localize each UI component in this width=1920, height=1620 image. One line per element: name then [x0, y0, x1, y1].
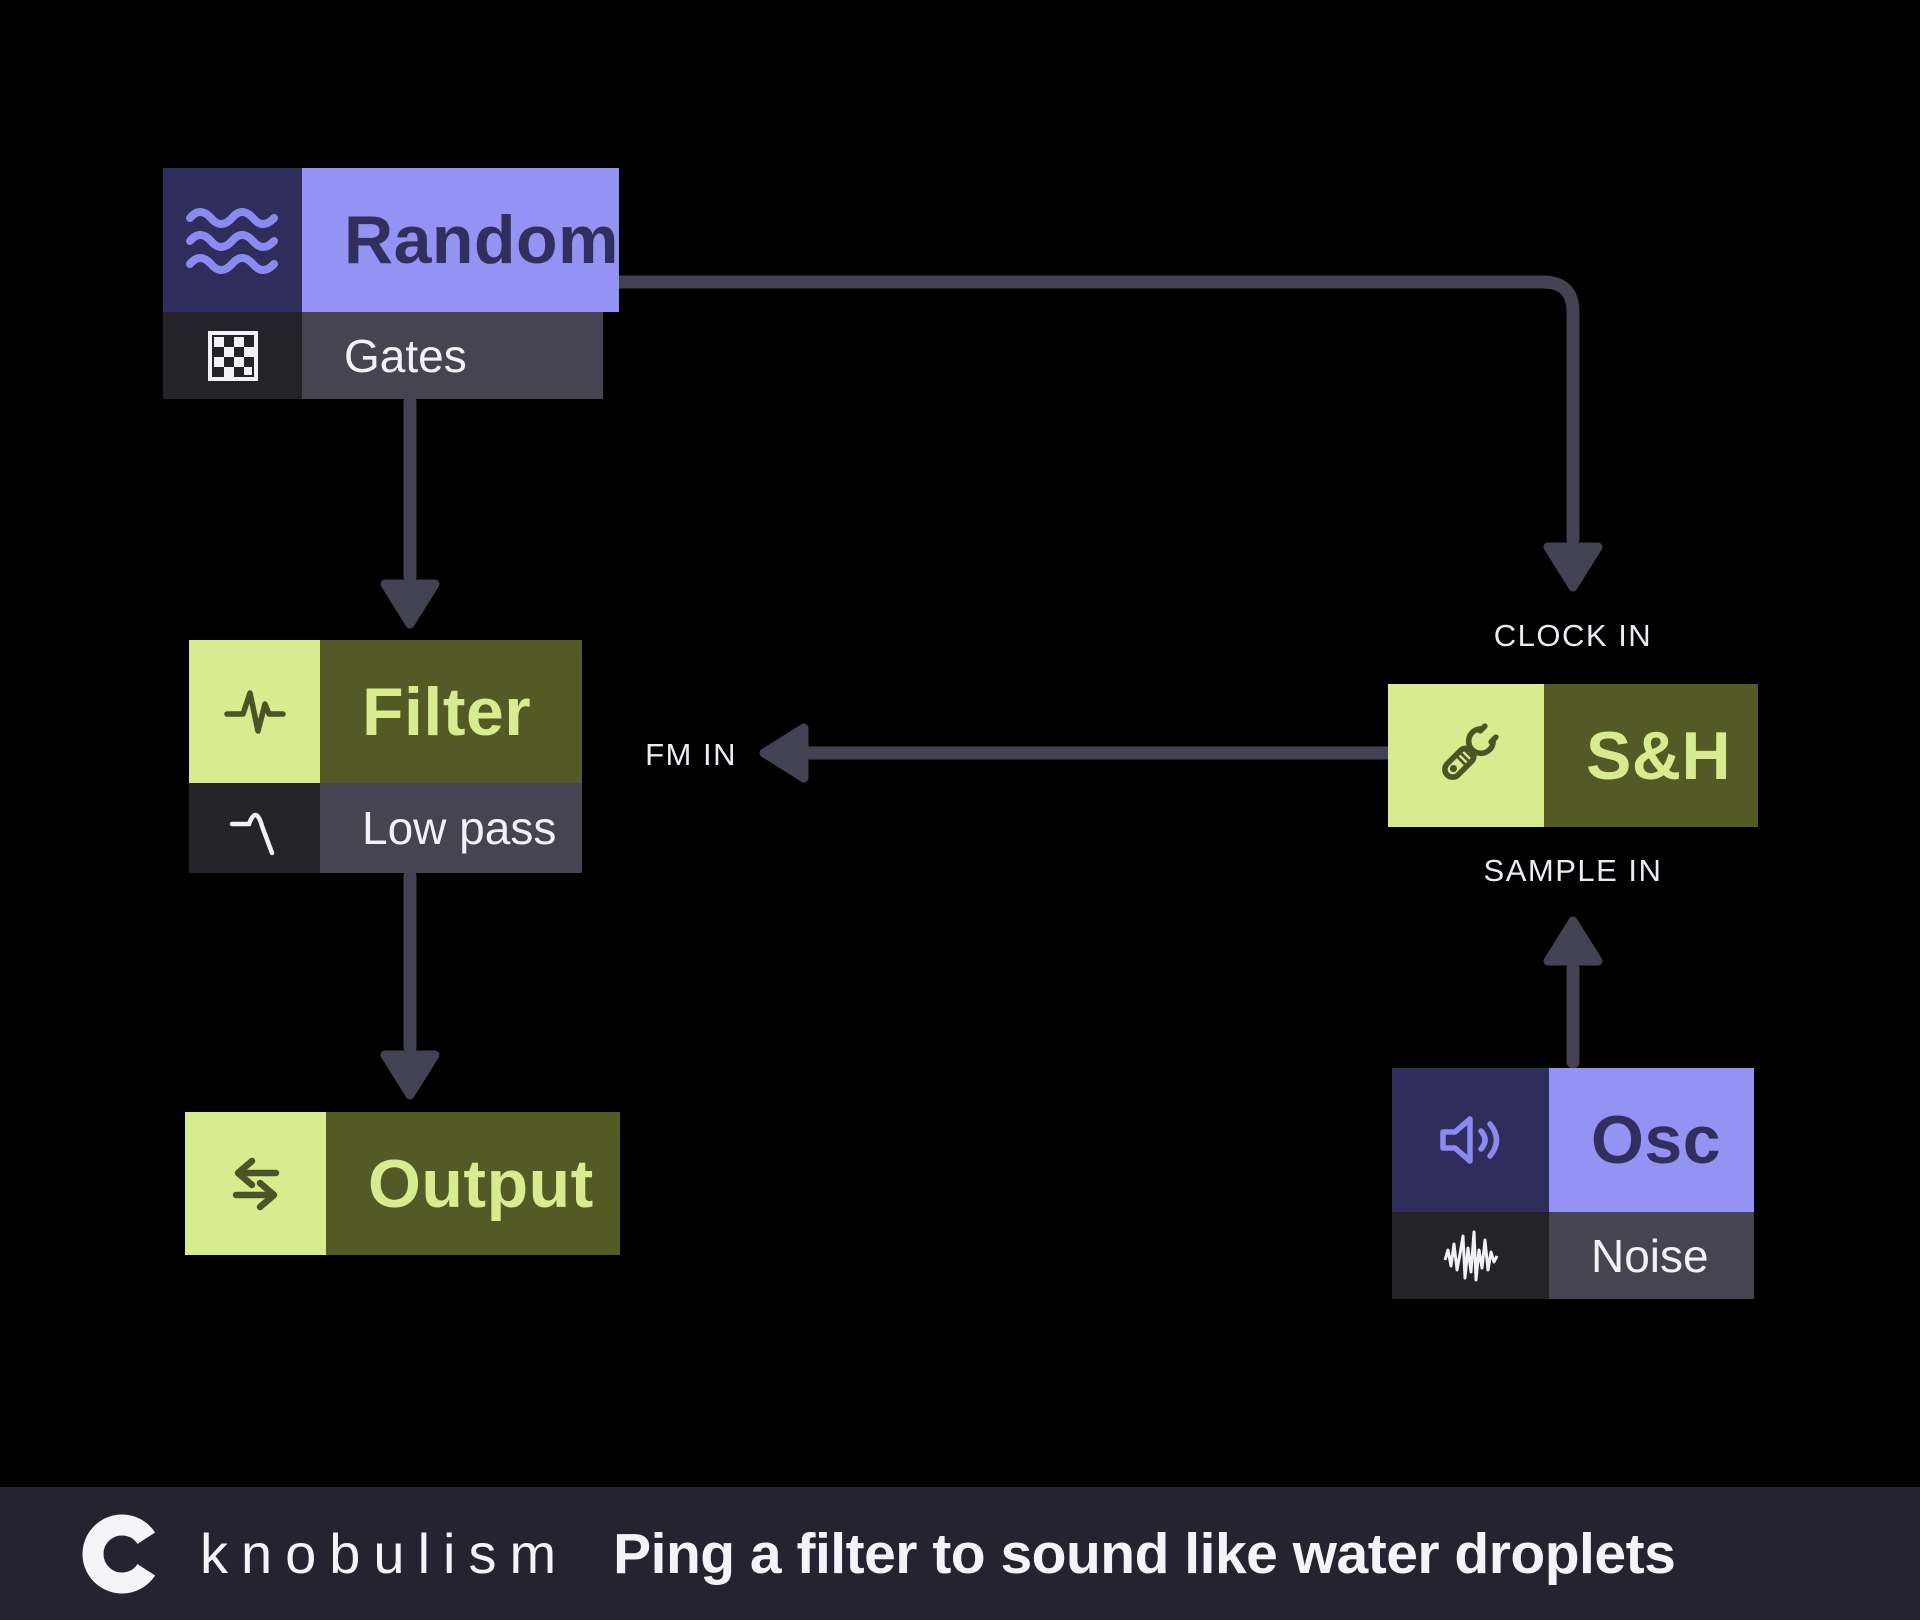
node-random[interactable]: Random Gates	[163, 168, 619, 399]
waves-icon	[163, 168, 302, 312]
node-subtitle: Low pass	[362, 802, 557, 854]
node-subtitle: Noise	[1591, 1229, 1709, 1282]
arrowhead-into-filter	[380, 579, 440, 629]
arrowhead-into-sh-clock	[1543, 542, 1603, 592]
fm-in-label: FM IN	[645, 737, 737, 772]
node-subtitle: Gates	[344, 329, 467, 382]
noise-wave-icon	[1392, 1212, 1549, 1299]
node-osc[interactable]: Osc Noise	[1392, 1068, 1754, 1299]
footer-tagline: Ping a filter to sound like water drople…	[613, 1521, 1676, 1586]
node-output[interactable]: Output	[185, 1112, 620, 1255]
speaker-icon	[1392, 1068, 1549, 1212]
node-title: S&H	[1544, 684, 1758, 827]
footer-bar: knobulism Ping a filter to sound like wa…	[0, 1487, 1920, 1620]
knobulism-logo-icon	[82, 1514, 156, 1593]
node-sample-and-hold[interactable]: S&H	[1388, 684, 1758, 827]
wrench-icon	[1388, 684, 1544, 827]
node-title: Filter	[320, 640, 582, 783]
arrowhead-into-filter-fm	[759, 723, 809, 783]
node-filter[interactable]: Filter Low pass	[189, 640, 582, 873]
wire-random-to-sh	[596, 275, 1580, 546]
gate-pattern-icon	[163, 312, 302, 399]
pulse-icon	[189, 640, 320, 783]
lowpass-curve-icon	[189, 783, 320, 873]
node-title: Output	[326, 1112, 620, 1255]
brand-name: knobulism	[200, 1522, 570, 1585]
transfer-arrows-icon	[185, 1112, 326, 1255]
node-title: Random	[302, 168, 619, 312]
sample-in-label: SAMPLE IN	[1483, 853, 1663, 888]
node-title: Osc	[1549, 1068, 1754, 1212]
arrowhead-into-sh-sample	[1543, 916, 1603, 966]
clock-in-label: CLOCK IN	[1493, 618, 1653, 653]
arrowhead-into-output	[380, 1050, 440, 1100]
